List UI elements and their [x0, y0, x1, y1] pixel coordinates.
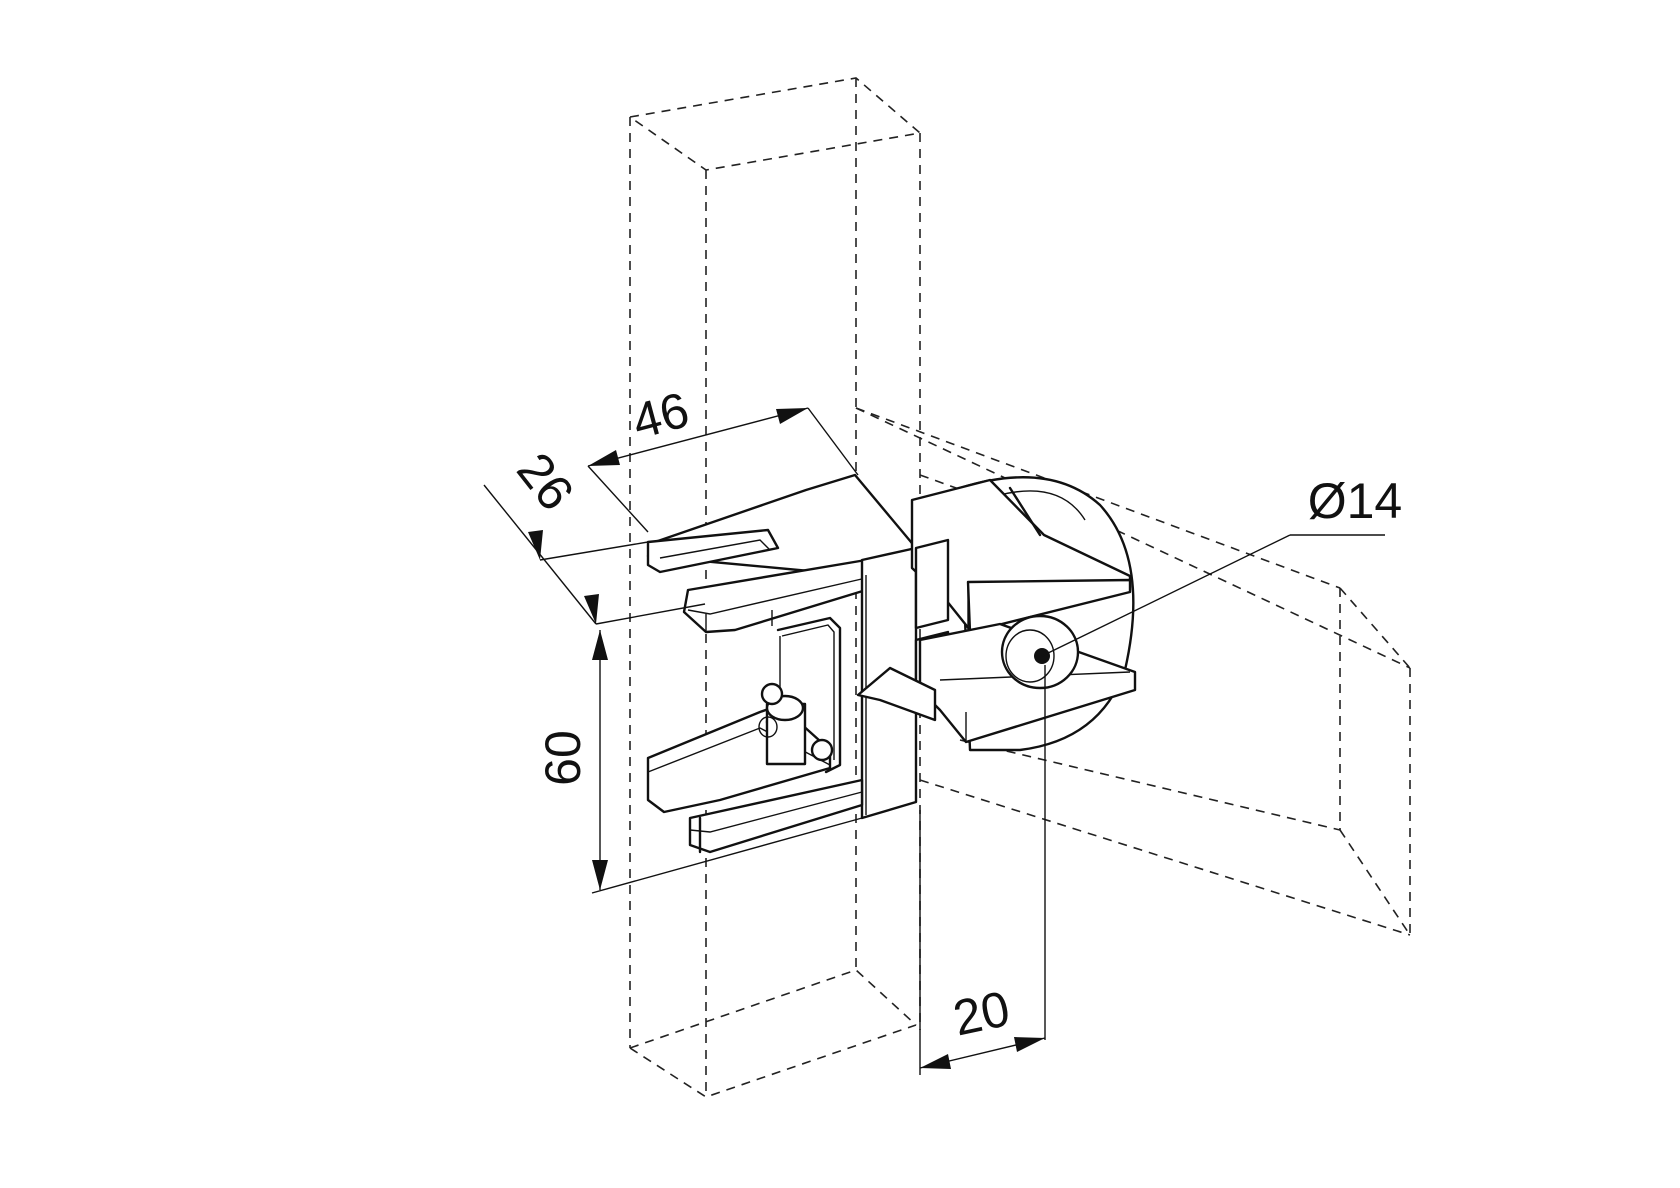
dimension-20: 20 — [919, 665, 1046, 1075]
post-outline-dashed — [629, 77, 922, 1098]
dimension-60: 60 — [535, 630, 863, 894]
dimension-20-label: 20 — [948, 980, 1014, 1046]
dimension-26: 26 — [483, 442, 706, 625]
dimension-60-label: 60 — [535, 730, 591, 786]
clamp-bracket — [646, 473, 918, 854]
dimension-diameter-14: Ø14 — [1041, 473, 1403, 657]
dimension-26-label: 26 — [506, 442, 584, 520]
glass-panel-outline-dashed — [855, 407, 1411, 936]
dimension-46-label: 46 — [626, 381, 694, 449]
glass-clamp-head — [856, 476, 1137, 752]
dimension-diameter-14-label: Ø14 — [1308, 473, 1403, 529]
